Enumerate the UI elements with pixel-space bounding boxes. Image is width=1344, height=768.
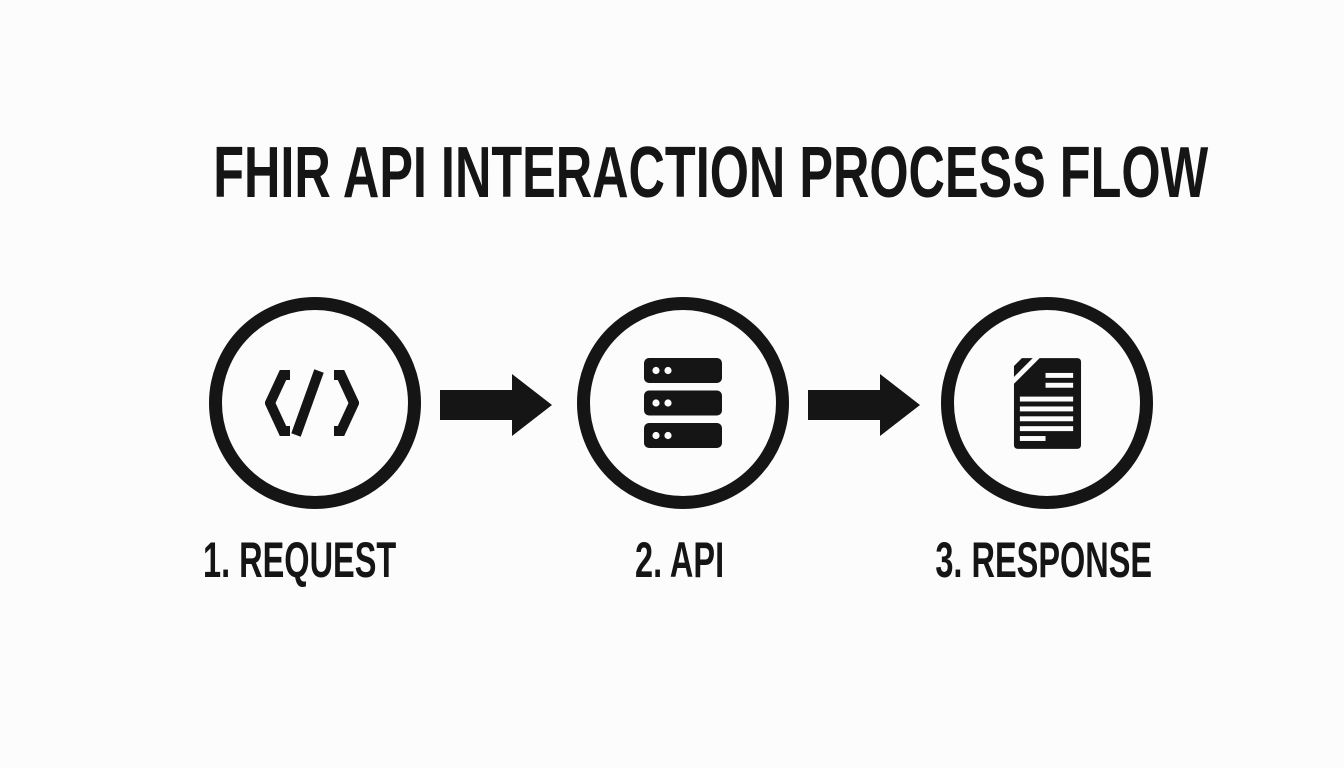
arrow-right-icon	[808, 374, 920, 436]
step-request-label: 1. REQUEST	[100, 533, 500, 587]
step-request-label-text: 1. REQUEST	[203, 532, 397, 588]
arrow-right-icon	[440, 374, 552, 436]
step-response-label: 3. RESPONSE	[844, 533, 1244, 587]
step-response-circle	[941, 297, 1153, 509]
step-api-label-text: 2. API	[635, 532, 725, 588]
step-api-label: 2. API	[480, 533, 880, 587]
step-request-circle	[209, 297, 421, 509]
server-icon	[644, 358, 722, 448]
step-api-circle	[577, 297, 789, 509]
step-response-label-text: 3. RESPONSE	[935, 532, 1153, 588]
diagram-title: FHIR API INTERACTION PROCESS FLOW	[0, 135, 1344, 211]
diagram-title-text: FHIR API INTERACTION PROCESS FLOW	[213, 133, 1209, 213]
document-icon	[1013, 357, 1081, 449]
code-icon	[265, 369, 359, 437]
